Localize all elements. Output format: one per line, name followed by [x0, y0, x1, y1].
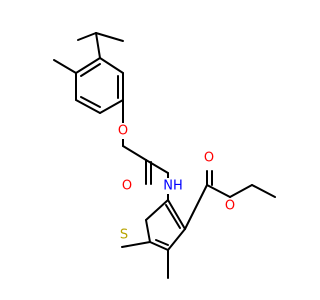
- bond: [75, 57, 101, 74]
- bond: [149, 241, 169, 251]
- bond: [75, 99, 101, 114]
- bond: [95, 32, 101, 59]
- bond: [165, 204, 181, 229]
- atom-labels: O O NH S O O: [116, 123, 237, 243]
- bond: [53, 59, 77, 74]
- bond: [167, 199, 186, 230]
- bond: [167, 228, 186, 251]
- bond: [80, 96, 101, 108]
- ester-carbonyl-oxygen-label: O: [204, 151, 214, 166]
- bond: [77, 32, 97, 41]
- ether-oxygen-label: O: [118, 124, 128, 139]
- bond: [80, 63, 101, 77]
- bond: [155, 239, 169, 246]
- ester-oxygen-label: O: [225, 199, 235, 214]
- bond: [99, 99, 124, 114]
- amide-nitrogen-label: NH: [163, 179, 183, 194]
- amide-carbonyl-oxygen-label: O: [122, 179, 132, 194]
- bond: [251, 184, 276, 198]
- bond: [99, 57, 124, 74]
- bond: [122, 145, 147, 161]
- bond: [95, 32, 124, 42]
- bond: [121, 241, 151, 248]
- bond: [145, 199, 169, 221]
- thiophene-sulfur-label: S: [120, 228, 128, 243]
- bond: [206, 184, 231, 198]
- bond: [184, 184, 208, 230]
- bonds: [53, 32, 276, 279]
- bond: [145, 219, 151, 243]
- bond: [145, 159, 169, 174]
- structure-canvas: O O NH S O O: [53, 32, 276, 279]
- bond: [229, 184, 253, 198]
